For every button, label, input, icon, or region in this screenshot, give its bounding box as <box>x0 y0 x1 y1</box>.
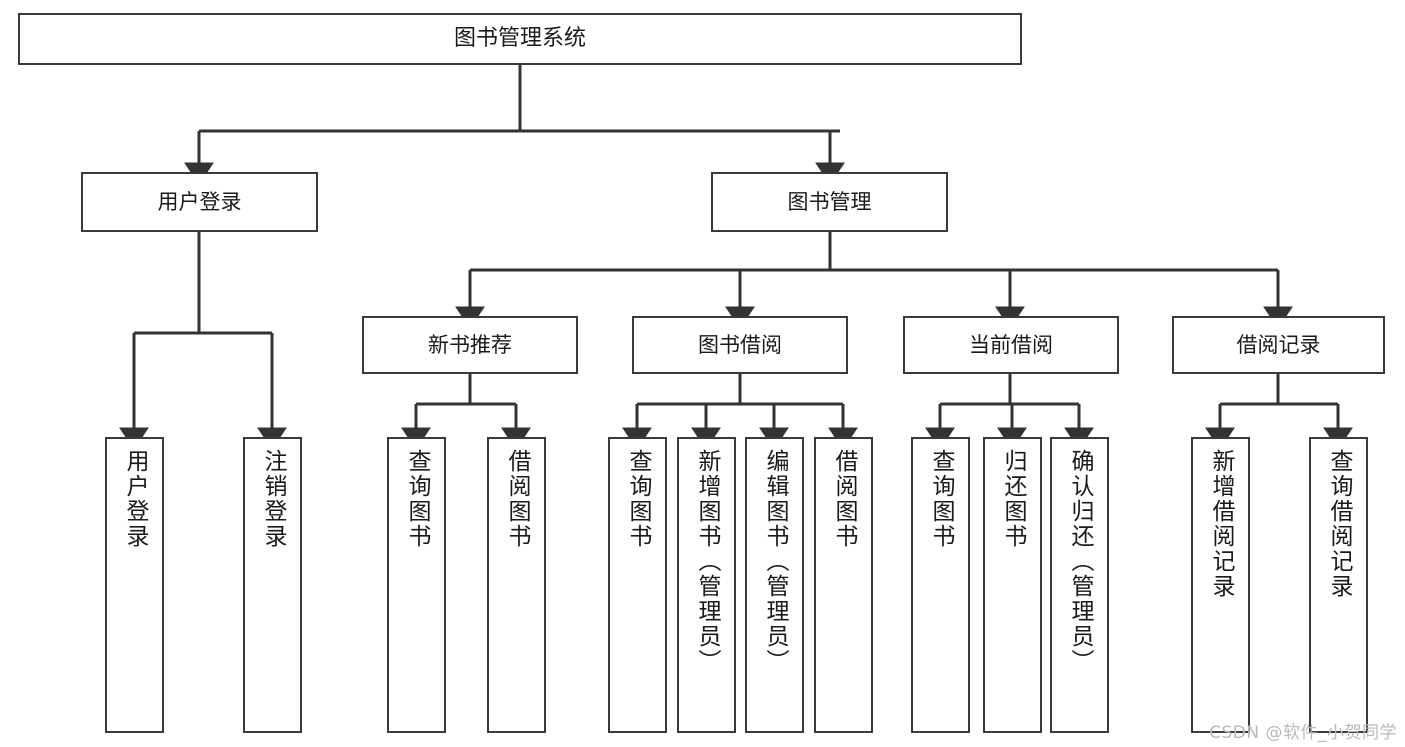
node-root-system[interactable]: 图书管理系统 <box>18 13 1022 65</box>
leaf-user-login[interactable]: 用户登录 <box>105 437 164 733</box>
leaf-logout[interactable]: 注销登录 <box>243 437 302 733</box>
node-new-book-recommend[interactable]: 新书推荐 <box>362 316 578 374</box>
leaf-borrow-book-label: 借阅图书 <box>831 449 857 549</box>
leaf-edit-book-admin[interactable]: 编辑图书（管理员） <box>745 437 804 733</box>
node-current-borrow[interactable]: 当前借阅 <box>903 316 1119 374</box>
node-user-login-label: 用户登录 <box>157 189 242 214</box>
leaf-edit-book-admin-label: 编辑图书（管理员） <box>762 449 788 674</box>
leaf-add-borrow-record-label: 新增借阅记录 <box>1208 449 1234 599</box>
node-book-borrow[interactable]: 图书借阅 <box>632 316 848 374</box>
leaf-user-login-label: 用户登录 <box>122 449 148 549</box>
leaf-borrow-book[interactable]: 借阅图书 <box>814 437 873 733</box>
leaf-return-book-label: 归还图书 <box>1000 449 1026 549</box>
node-current-borrow-label: 当前借阅 <box>969 332 1053 357</box>
leaf-query-book-recommend-label: 查询图书 <box>404 449 430 549</box>
leaf-query-borrow-record[interactable]: 查询借阅记录 <box>1309 437 1368 733</box>
leaf-confirm-return-admin[interactable]: 确认归还（管理员） <box>1050 437 1109 733</box>
leaf-borrow-book-recommend[interactable]: 借阅图书 <box>487 437 546 733</box>
node-new-book-recommend-label: 新书推荐 <box>428 332 512 357</box>
leaf-confirm-return-admin-label: 确认归还（管理员） <box>1067 449 1093 674</box>
leaf-borrow-book-recommend-label: 借阅图书 <box>504 449 530 549</box>
node-book-manage-label: 图书管理 <box>787 189 872 214</box>
leaf-logout-label: 注销登录 <box>260 449 286 549</box>
watermark-credit: CSDN @软件_小贺同学 <box>1209 723 1397 743</box>
leaf-add-book-admin-label: 新增图书（管理员） <box>694 449 720 674</box>
leaf-query-borrow-record-label: 查询借阅记录 <box>1326 449 1352 599</box>
node-user-login[interactable]: 用户登录 <box>81 172 318 232</box>
leaf-add-book-admin[interactable]: 新增图书（管理员） <box>677 437 736 733</box>
node-book-manage[interactable]: 图书管理 <box>711 172 948 232</box>
leaf-query-book-recommend[interactable]: 查询图书 <box>387 437 446 733</box>
node-borrow-record-label: 借阅记录 <box>1236 332 1321 357</box>
leaf-add-borrow-record[interactable]: 新增借阅记录 <box>1191 437 1250 733</box>
leaf-return-book[interactable]: 归还图书 <box>983 437 1042 733</box>
leaf-query-book[interactable]: 查询图书 <box>608 437 667 733</box>
leaf-query-book-label: 查询图书 <box>625 449 651 549</box>
node-root-system-label: 图书管理系统 <box>453 26 586 52</box>
leaf-query-book-current-label: 查询图书 <box>928 449 954 549</box>
leaf-query-book-current[interactable]: 查询图书 <box>911 437 970 733</box>
node-borrow-record[interactable]: 借阅记录 <box>1172 316 1385 374</box>
node-book-borrow-label: 图书借阅 <box>698 332 782 357</box>
